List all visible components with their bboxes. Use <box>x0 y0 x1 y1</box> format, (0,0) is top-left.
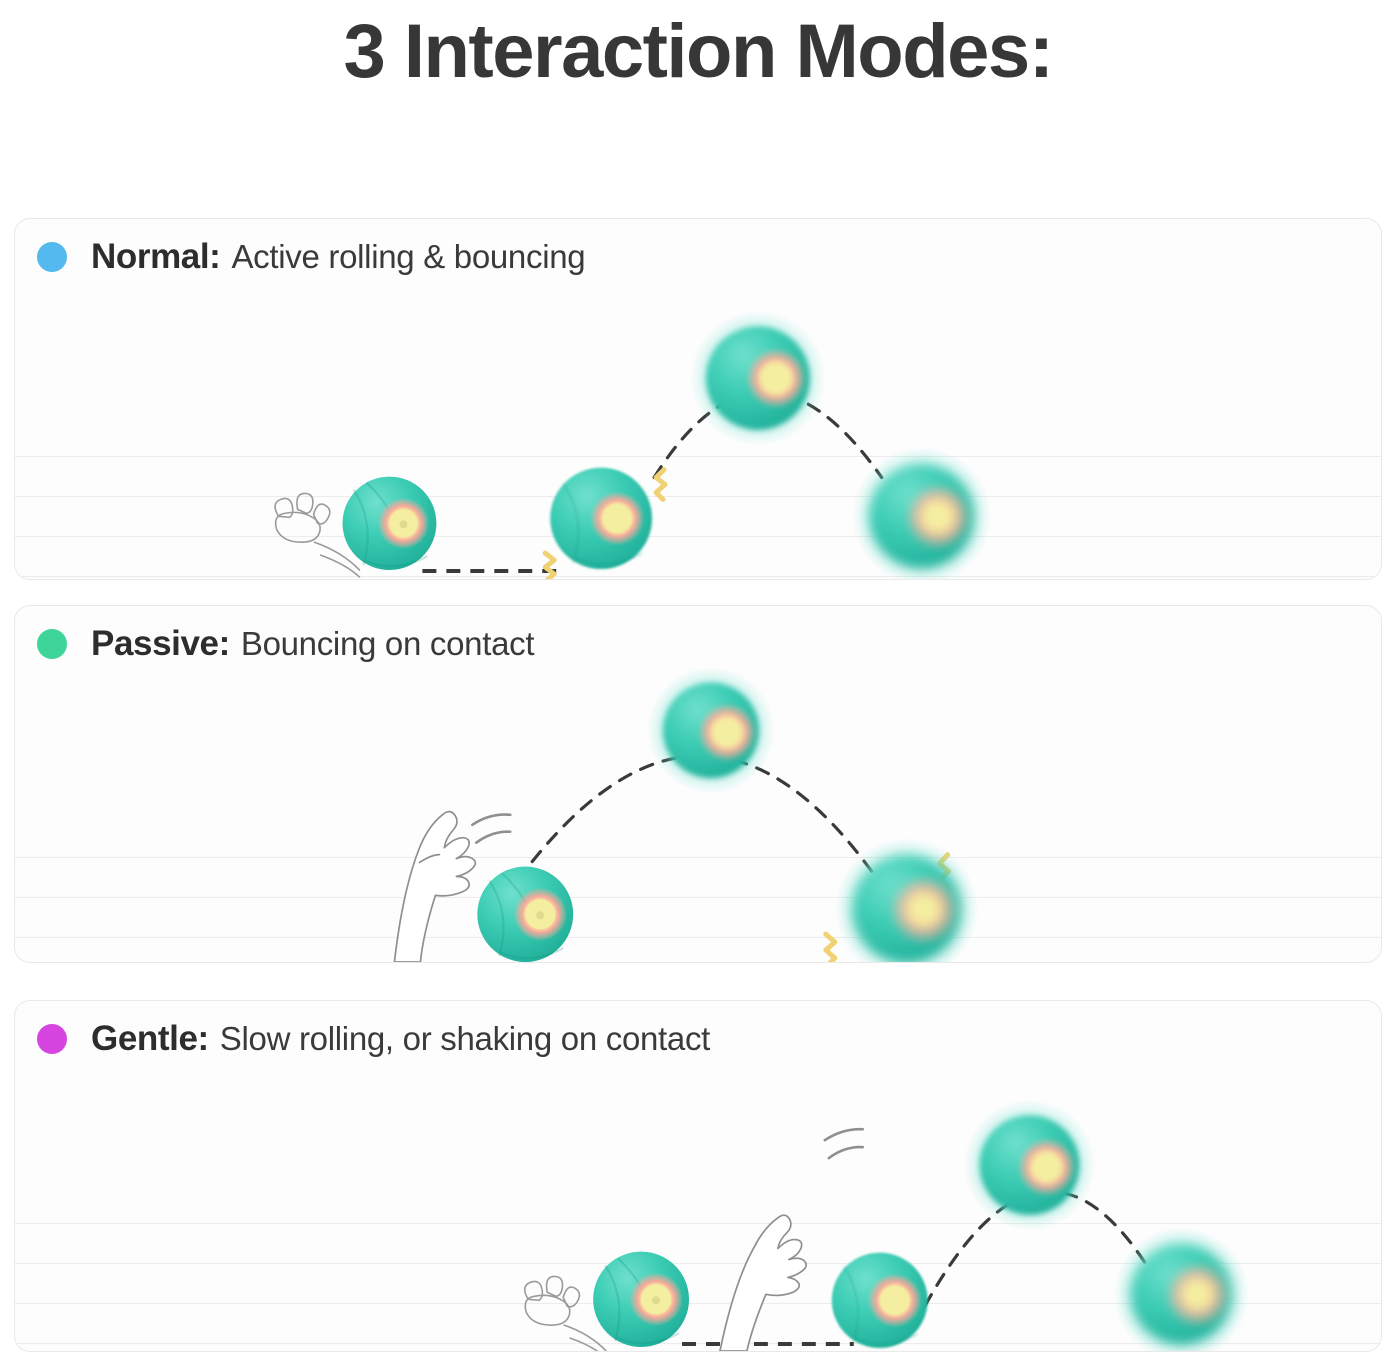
mode-card-gentle[interactable]: Gentle: Slow rolling, or shaking on cont… <box>14 1000 1382 1352</box>
paw-print-icon <box>523 1275 607 1351</box>
impact-zigzag-icon <box>823 931 838 962</box>
mode-header-normal: Normal: Active rolling & bouncing <box>37 237 586 277</box>
mode-description-label: Slow rolling, or shaking on contact <box>219 1020 711 1057</box>
mode-header-passive: Passive: Bouncing on contact <box>37 624 535 664</box>
impact-zigzag-icon <box>653 467 668 502</box>
mode-dot-blue <box>37 242 67 272</box>
ball-landing <box>851 446 992 579</box>
mode-dot-green <box>37 629 67 659</box>
gentle-mode-illustration <box>15 1001 1381 1351</box>
passive-mode-illustration <box>15 606 1381 962</box>
ball-apex <box>647 666 775 794</box>
ball-contact <box>831 1252 928 1349</box>
mode-name-label: Normal: <box>91 237 221 276</box>
mode-name-label: Gentle: <box>91 1019 209 1058</box>
normal-mode-illustration <box>15 219 1381 579</box>
impact-zigzag-icon <box>542 550 557 579</box>
mode-description-label: Active rolling & bouncing <box>231 238 586 275</box>
mode-dot-magenta <box>37 1024 67 1054</box>
ball-apex <box>690 310 826 446</box>
paw-print-icon <box>274 492 361 578</box>
mode-card-passive[interactable]: Passive: Bouncing on contact <box>14 605 1382 963</box>
mode-header-gentle: Gentle: Slow rolling, or shaking on cont… <box>37 1019 710 1059</box>
ball-rolling <box>342 476 437 571</box>
motion-arc-lines <box>823 1127 865 1160</box>
cat-paw-icon <box>719 1214 807 1351</box>
mode-description-label: Bouncing on contact <box>240 625 535 662</box>
ball-slow-rolling <box>593 1251 690 1348</box>
ball-at-rest <box>477 866 574 962</box>
mode-name-label: Passive: <box>91 624 230 663</box>
mode-card-normal[interactable]: Normal: Active rolling & bouncing <box>14 218 1382 580</box>
motion-arc-lines <box>471 813 512 844</box>
page-title: 3 Interaction Modes: <box>343 9 1055 94</box>
cat-paw-icon <box>393 810 477 962</box>
ball-landing <box>1113 1226 1250 1351</box>
ball-landing <box>834 837 979 962</box>
ball-takeoff <box>550 467 653 570</box>
ball-apex <box>963 1099 1096 1231</box>
